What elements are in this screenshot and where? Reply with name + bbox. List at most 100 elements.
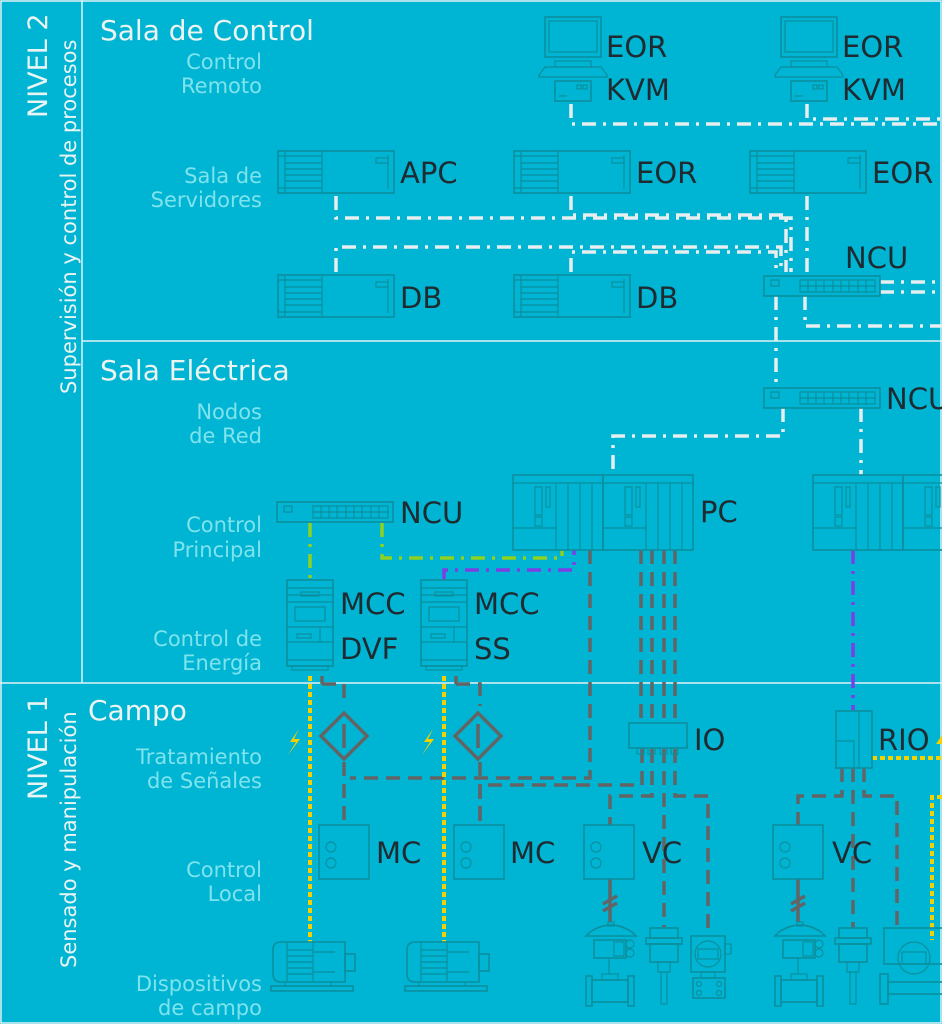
pressure-transmitter-icon[interactable] <box>690 935 732 999</box>
workstation-2-label-eor: EOR <box>842 30 903 64</box>
server-icon-apc[interactable] <box>277 150 395 194</box>
motor-control-box-icon[interactable] <box>453 824 505 880</box>
server-icon-eor-2[interactable] <box>749 150 867 194</box>
svg-text:Control: Control <box>186 513 262 537</box>
switch-icon-servers[interactable] <box>763 275 881 297</box>
row-label-remote-control: Control Remoto <box>181 50 262 98</box>
rio-icon[interactable] <box>835 710 873 769</box>
row-label-field-devices: Dispositivos de campo <box>136 972 262 1020</box>
row-label-main-control: Control Principal <box>173 513 263 562</box>
svg-text:Control: Control <box>186 858 262 882</box>
mcc-icon-dvf[interactable] <box>286 579 334 671</box>
mc-1-label: MC <box>376 836 421 870</box>
workstation-icon[interactable] <box>538 16 608 102</box>
section-title-control-room: Sala de Control <box>100 14 314 47</box>
sig-line-rio-transmitter <box>862 768 899 928</box>
plc-icon[interactable] <box>512 474 694 551</box>
pneumatic-mark-2 <box>790 894 806 913</box>
svg-text:Dispositivos: Dispositivos <box>136 972 262 996</box>
mcc-2-sublabel: SS <box>474 632 511 666</box>
plc-icon-2[interactable] <box>812 474 942 551</box>
power-line-right-transmitter <box>930 795 942 940</box>
workstation-2-label-kvm: KVM <box>842 73 906 107</box>
row-label-server-room: Sala de Servidores <box>151 164 262 212</box>
switch-servers-label: NCU <box>845 241 908 275</box>
level2-title: NIVEL 2 <box>23 14 54 119</box>
temperature-sensor-icon[interactable] <box>645 927 683 1005</box>
network-lines <box>334 104 942 475</box>
svg-text:Sala de: Sala de <box>184 164 262 188</box>
level1-subtitle: Sensado y manipulación <box>57 711 81 968</box>
server-eor-2-label: EOR <box>872 156 933 190</box>
mcc-1-sublabel: DVF <box>340 632 398 666</box>
row-label-network-nodes: Nodos de Red <box>189 400 262 448</box>
server-icon-eor-1[interactable] <box>513 150 631 194</box>
switch-main-label: NCU <box>400 496 463 530</box>
svg-text:Remoto: Remoto <box>181 74 262 98</box>
sig-line-mcc1-converter <box>322 682 346 706</box>
net-line-workstation1 <box>569 104 942 126</box>
lightning-icon <box>288 729 300 755</box>
sig-line-io-vc1 <box>608 749 654 825</box>
svg-text:Energía: Energía <box>182 651 262 675</box>
signal-converter-icon <box>452 710 504 762</box>
switch-icon-main[interactable] <box>276 501 394 523</box>
net-line-db1 <box>334 245 783 272</box>
net-line-apc <box>334 196 793 272</box>
signal-converter-icon <box>318 710 370 762</box>
section-title-field: Campo <box>88 694 187 727</box>
net-line-nodes-to-plc <box>611 408 785 475</box>
sig-line-io-transmitter <box>673 749 710 936</box>
io-label: IO <box>694 723 725 757</box>
valve-control-box-icon[interactable] <box>583 824 635 880</box>
plc-label: PC <box>700 495 738 529</box>
row-label-energy-control: Control de Energía <box>153 627 262 675</box>
level1-title: NIVEL 1 <box>23 696 54 801</box>
svg-text:Control de: Control de <box>153 627 262 651</box>
net-line-db2 <box>569 250 778 272</box>
lightning-icon <box>422 729 434 755</box>
io-module-icon[interactable] <box>628 722 688 755</box>
svg-text:Control: Control <box>186 50 262 74</box>
green-line-ncu-plc <box>380 523 564 560</box>
svg-text:de campo: de campo <box>158 996 262 1020</box>
mc-2-label: MC <box>510 836 555 870</box>
server-icon-db-1[interactable] <box>277 274 395 318</box>
workstation-1-label-kvm: KVM <box>606 73 670 107</box>
svg-text:Servidores: Servidores <box>151 188 262 212</box>
net-line-ncu-down-right <box>803 296 942 328</box>
motor-control-box-icon[interactable] <box>318 824 370 880</box>
control-valve-icon[interactable] <box>774 921 826 1007</box>
level2-subtitle: Supervisión y control de procesos <box>57 40 81 394</box>
signal-lines <box>320 550 899 936</box>
flow-transmitter-icon[interactable] <box>879 927 942 1005</box>
svg-text:Nodos: Nodos <box>196 400 262 424</box>
temperature-sensor-icon[interactable] <box>834 927 872 1005</box>
motor-icon[interactable] <box>404 941 490 992</box>
control-valve-icon[interactable] <box>585 921 637 1007</box>
valve-control-box-icon[interactable] <box>772 824 824 880</box>
row-label-local-control: Control Local <box>186 858 262 906</box>
net-line-eor1 <box>569 196 788 272</box>
lightning-icon <box>936 735 942 744</box>
section-title-electrical-room: Sala Eléctrica <box>100 354 290 387</box>
sig-line-rio-vc2 <box>796 768 844 825</box>
svg-text:Principal: Principal <box>173 538 263 562</box>
purple-line-plc-mcc2 <box>442 550 576 580</box>
motor-icon[interactable] <box>270 941 356 992</box>
svg-text:Tratamiento: Tratamiento <box>135 745 262 769</box>
pneumatic-mark-1 <box>602 894 618 913</box>
server-apc-label: APC <box>400 156 458 190</box>
sig-line-io-mc2 <box>478 749 644 825</box>
server-db-2-label: DB <box>636 281 678 315</box>
workstation-icon[interactable] <box>774 16 844 102</box>
switch-icon-nodes[interactable] <box>763 387 881 409</box>
mcc-2-label: MCC <box>474 587 540 621</box>
server-db-1-label: DB <box>400 281 442 315</box>
vc-2-label: VC <box>832 836 872 870</box>
row-label-signal-processing: Tratamiento de Señales <box>135 745 262 793</box>
net-line-workstation2 <box>805 104 942 121</box>
mcc-icon-ss[interactable] <box>420 579 468 671</box>
server-icon-db-2[interactable] <box>513 274 631 318</box>
